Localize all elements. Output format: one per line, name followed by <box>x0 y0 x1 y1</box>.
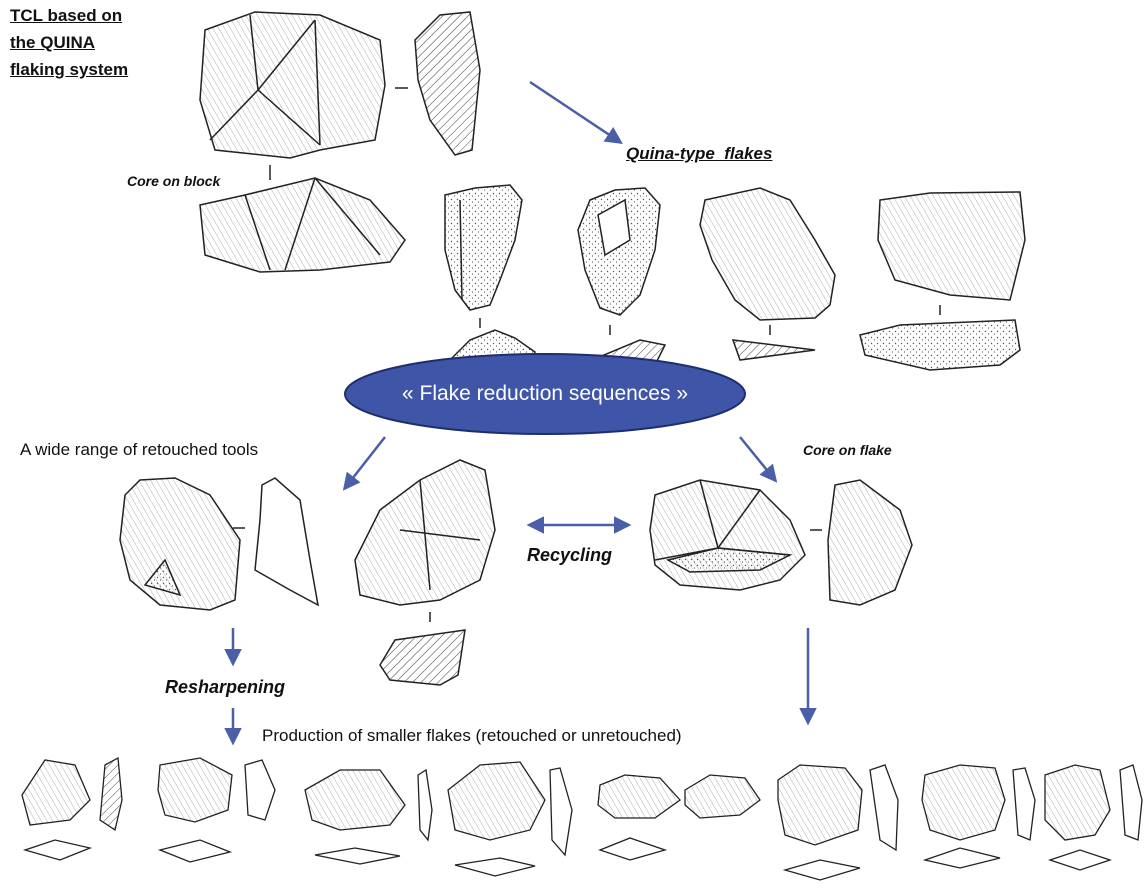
flake-reduction-ellipse <box>345 354 745 434</box>
label-core-on-block: Core on block <box>127 173 220 189</box>
label-recycling: Recycling <box>527 545 612 566</box>
title-line-2: the QUINA <box>10 29 180 56</box>
arrow-ellipse-to-core-on-flake <box>740 437 775 480</box>
diagram-title: TCL based on the QUINA flaking system <box>10 2 180 83</box>
core-on-flake-drawing <box>650 480 912 605</box>
retouched-tools-drawing <box>120 460 495 685</box>
label-core-on-flake: Core on flake <box>803 442 892 458</box>
title-line-1: TCL based on <box>10 2 180 29</box>
arrow-core-to-quina <box>530 82 620 142</box>
arrow-ellipse-to-tools <box>345 437 385 488</box>
small-flakes-drawing <box>22 758 1142 880</box>
core-on-block-drawing <box>200 12 480 272</box>
label-quina-flakes: Quina-type flakes <box>626 144 772 164</box>
title-line-3: flaking system <box>10 56 180 83</box>
label-production: Production of smaller flakes (retouched … <box>262 726 682 746</box>
label-wide-range-tools: A wide range of retouched tools <box>20 440 258 460</box>
label-resharpening: Resharpening <box>165 677 285 698</box>
quina-flakes-drawing <box>445 185 1025 370</box>
